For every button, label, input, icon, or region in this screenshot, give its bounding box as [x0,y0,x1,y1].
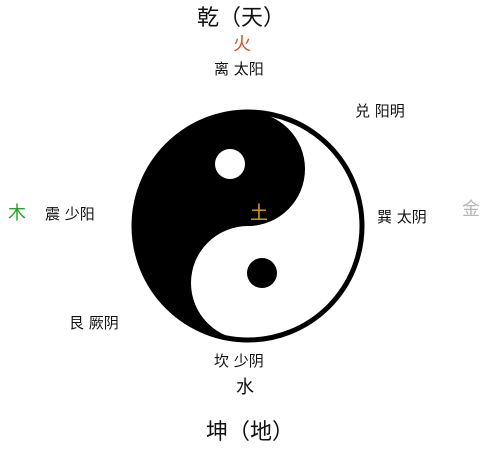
earth-element-label: 土 [250,203,268,224]
yin-region [134,112,305,340]
yang-eye [215,149,245,179]
yin-eye [247,258,277,288]
trigram-li-taiyang: 离 太阳 [214,60,264,78]
trigram-zhen-shaoyang: 震 少阳 [45,205,95,223]
wood-element-label: 木 [8,203,26,224]
earth-heading: 坤（地） [206,420,295,445]
trigram-xun-taiyin: 巽 太阴 [377,208,427,226]
fire-element-label: 火 [233,34,251,55]
metal-element-label: 金 [462,199,480,220]
trigram-gen-jueyin: 艮 厥阴 [69,314,119,332]
water-element-label: 水 [236,377,254,398]
heaven-heading: 乾（天） [197,6,286,31]
trigram-dui-yangming: 兑 阳明 [355,102,405,120]
trigram-kan-shaoyin: 坎 少阴 [214,352,264,370]
